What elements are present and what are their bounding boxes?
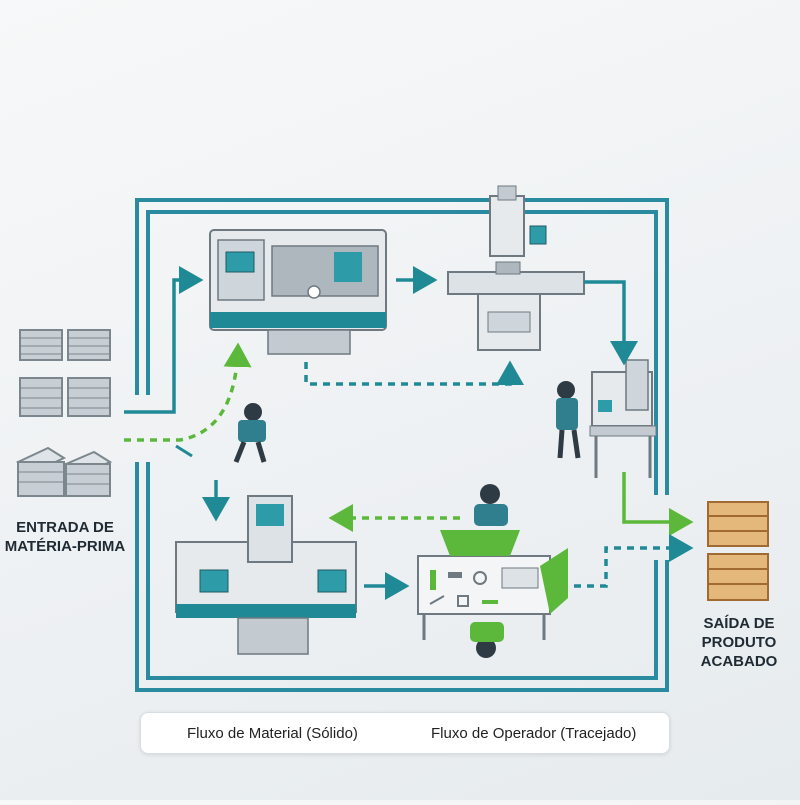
label-finished-product-line2: PRODUTO xyxy=(701,634,777,651)
label-raw-material: ENTRADA DE MATÉRIA-PRIMA xyxy=(0,518,130,556)
legend: Fluxo de Material (Sólido) Fluxo de Oper… xyxy=(140,712,670,754)
operator-assembly-top xyxy=(474,484,508,526)
label-finished-product-line1: SAÍDA DE xyxy=(703,615,775,632)
legend-material-label: Fluxo de Material (Sólido) xyxy=(187,724,358,742)
operator-inspection xyxy=(556,381,581,459)
finished-flow xyxy=(622,472,694,536)
label-raw-material-line1: ENTRADA DE xyxy=(16,519,114,536)
raw-material-stacks xyxy=(15,329,113,497)
legend-operator-label: Fluxo de Operador (Tracejado) xyxy=(431,724,637,742)
label-finished-product: SAÍDA DE PRODUTO ACABADO xyxy=(684,614,794,671)
assembly-bench xyxy=(417,530,568,640)
operator-assembly-bottom xyxy=(470,622,504,658)
operator-flow xyxy=(124,342,694,588)
material-flow xyxy=(124,266,638,600)
legend-item-material: Fluxo de Material (Sólido) xyxy=(187,713,358,753)
finished-product-pallets xyxy=(707,501,769,601)
machining-center xyxy=(175,495,357,655)
inspection-station xyxy=(589,359,657,478)
factory-boundary xyxy=(135,198,669,692)
label-raw-material-line2: MATÉRIA-PRIMA xyxy=(4,538,126,555)
operator-left xyxy=(233,403,267,463)
label-finished-product-line3: ACABADO xyxy=(700,653,778,670)
cnc-lathe xyxy=(209,229,387,355)
legend-item-operator: Fluxo de Operador (Tracejado) xyxy=(431,713,636,753)
milling-machine xyxy=(447,185,585,351)
